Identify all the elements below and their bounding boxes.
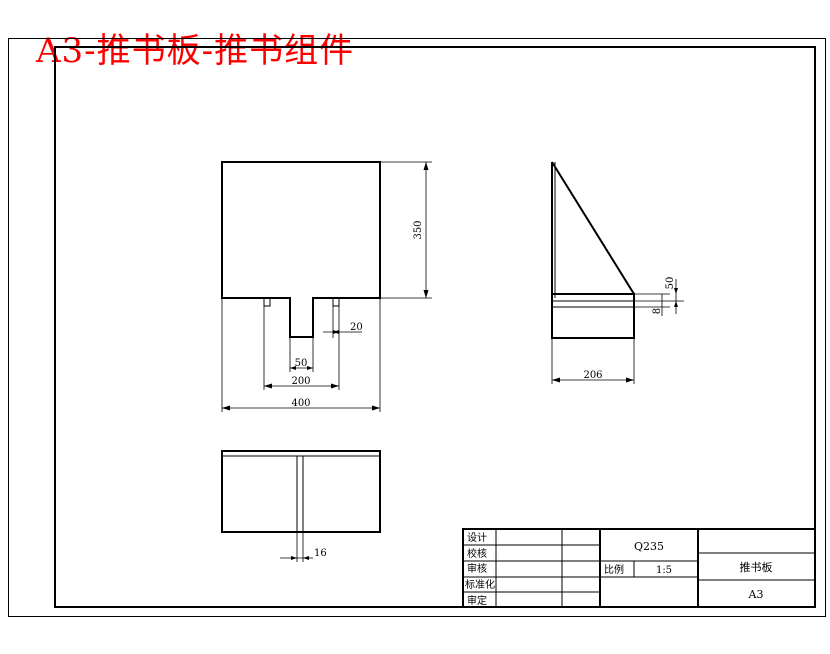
dim-front-slot-width: 50 — [295, 358, 308, 369]
dim-top-slot-width: 16 — [314, 548, 327, 559]
tb-row-label-review: 审核 — [467, 562, 487, 575]
dim-front-height: 350 — [413, 220, 424, 239]
tb-row-label-check: 校核 — [467, 547, 487, 560]
inner-frame — [54, 46, 816, 608]
tb-row-label-design: 设计 — [467, 531, 487, 544]
tb-sheet-size: A3 — [748, 588, 764, 601]
title-block — [462, 528, 816, 608]
dim-front-width: 400 — [291, 398, 310, 409]
top-view — [221, 450, 381, 562]
front-view — [221, 161, 432, 412]
tb-scale-value: 1:5 — [656, 565, 672, 576]
dim-side-tab-a: 50 — [665, 277, 676, 290]
drawing-heading: A3-推书板-推书组件 — [36, 31, 355, 71]
outer-border — [8, 38, 826, 617]
tb-part-name: 推书板 — [740, 560, 773, 574]
tb-row-label-standard: 标准化 — [465, 578, 495, 591]
dim-side-tab-b: 8 — [652, 308, 663, 314]
tb-scale-label: 比例 — [604, 563, 624, 576]
side-view — [551, 161, 684, 384]
tb-material: Q235 — [634, 540, 664, 553]
dim-side-depth: 206 — [583, 370, 602, 381]
dim-front-spacing: 200 — [291, 376, 310, 387]
dim-front-tab-height: 20 — [350, 322, 363, 333]
tb-row-label-approve: 审定 — [467, 594, 487, 607]
